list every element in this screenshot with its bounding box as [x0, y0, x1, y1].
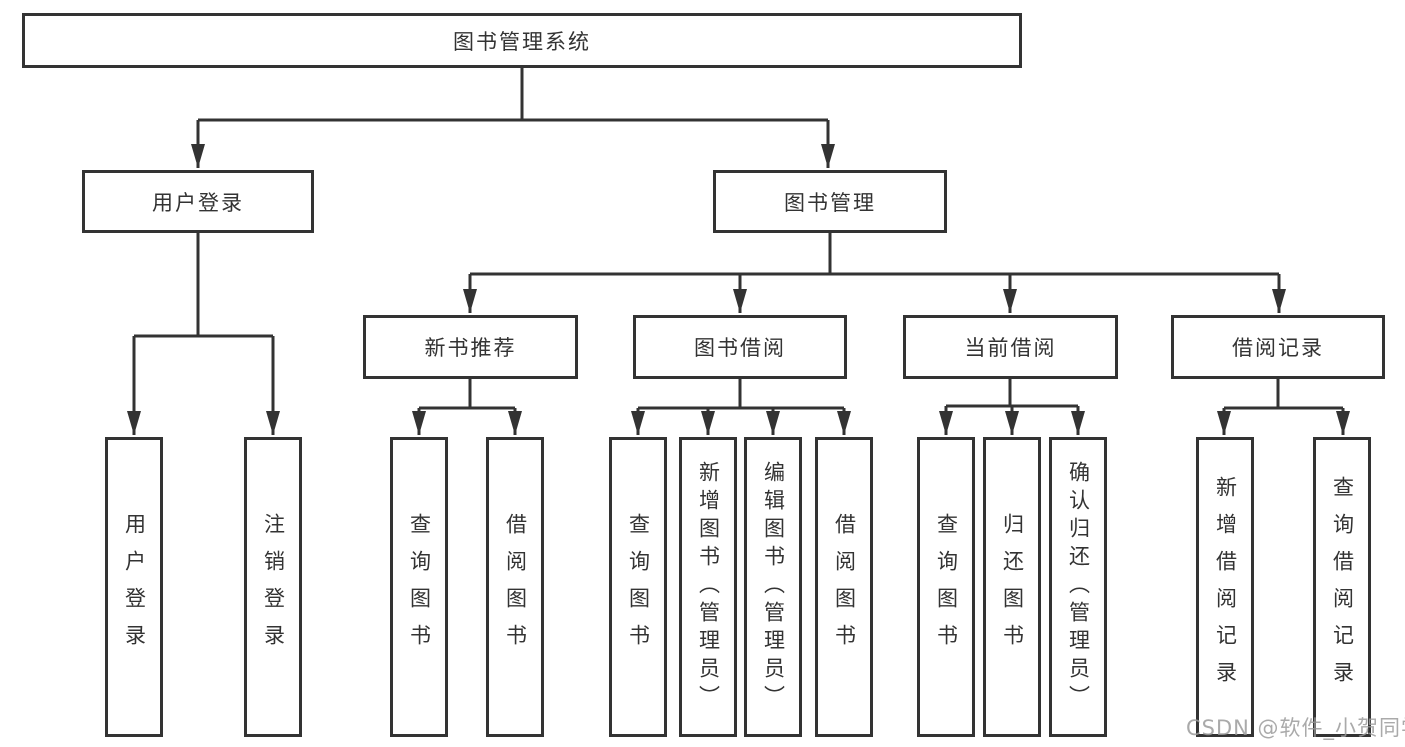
node-label: 归还图书 — [1000, 513, 1025, 661]
node-book-borrowing: 图书借阅 — [633, 315, 847, 379]
node-new-book-recommend: 新书推荐 — [363, 315, 578, 379]
leaf-query-borrow-record: 查询借阅记录 — [1313, 437, 1371, 737]
leaf-add-books-admin: 新增图书（管理员） — [679, 437, 737, 737]
node-label: 新增图书（管理员） — [696, 461, 721, 713]
leaf-query-books-recommend: 查询图书 — [390, 437, 448, 737]
node-label: 查询借阅记录 — [1330, 476, 1355, 698]
node-label: 借阅记录 — [1232, 336, 1324, 360]
node-label: 用户登录 — [152, 190, 244, 215]
node-label: 查询图书 — [934, 513, 959, 661]
node-label: 确认归还（管理员） — [1066, 461, 1091, 713]
node-user-login: 用户登录 — [82, 170, 314, 233]
node-label: 当前借阅 — [964, 336, 1057, 360]
node-label: 查询图书 — [407, 513, 432, 661]
node-library-management-system: 图书管理系统 — [22, 13, 1022, 68]
node-borrowing-records: 借阅记录 — [1171, 315, 1385, 379]
node-label: 编辑图书（管理员） — [761, 461, 786, 713]
leaf-borrow-books-recommend: 借阅图书 — [486, 437, 544, 737]
leaf-confirm-return-admin: 确认归还（管理员） — [1049, 437, 1107, 737]
node-label: 图书管理系统 — [453, 29, 591, 54]
node-label: 新增借阅记录 — [1213, 476, 1238, 698]
leaf-edit-books-admin: 编辑图书（管理员） — [744, 437, 802, 737]
leaf-user-login: 用户登录 — [105, 437, 163, 737]
node-label: 用户登录 — [122, 513, 147, 661]
node-current-borrowing: 当前借阅 — [903, 315, 1118, 379]
node-label: 新书推荐 — [424, 336, 517, 360]
leaf-query-books-borrow: 查询图书 — [609, 437, 667, 737]
csdn-watermark: CSDN @软件_小贺同学 — [1186, 716, 1405, 740]
leaf-add-borrow-record: 新增借阅记录 — [1196, 437, 1254, 737]
leaf-query-books-current: 查询图书 — [917, 437, 975, 737]
node-label: 借阅图书 — [832, 513, 857, 661]
node-label: 注销登录 — [261, 513, 286, 661]
node-label: 图书管理 — [784, 190, 876, 215]
leaf-logout: 注销登录 — [244, 437, 302, 737]
node-label: 查询图书 — [626, 513, 651, 661]
leaf-borrow-books: 借阅图书 — [815, 437, 873, 737]
leaf-return-books: 归还图书 — [983, 437, 1041, 737]
node-label: 借阅图书 — [503, 513, 528, 661]
node-label: 图书借阅 — [694, 336, 786, 360]
node-book-management: 图书管理 — [713, 170, 947, 233]
